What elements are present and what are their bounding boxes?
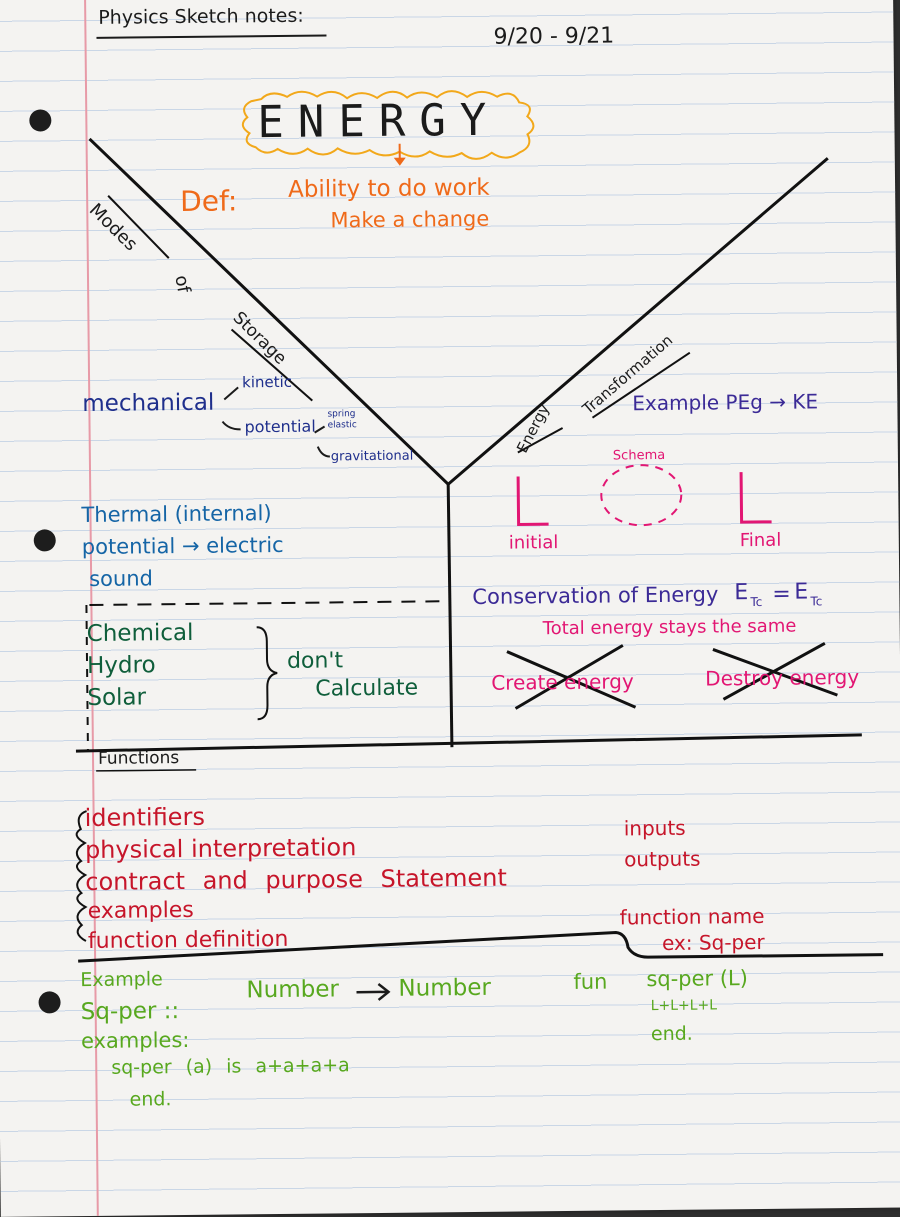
- energy-title: ENERGY: [257, 99, 500, 146]
- arrow-down-icon: [394, 158, 406, 166]
- schema-dashed-circle: [601, 465, 682, 526]
- arrow-icon: [223, 421, 241, 429]
- create-energy-label: Create energy: [491, 671, 634, 692]
- example-pe-ke: Example PEg → KE: [632, 391, 818, 413]
- function-item: physical interpretation: [85, 835, 357, 862]
- conservation-label: Conservation of Energy: [472, 584, 718, 608]
- brace: [257, 627, 278, 719]
- fun-keyword: fun: [573, 972, 607, 993]
- end-label: end.: [651, 1025, 693, 1044]
- etc-right: E: [794, 581, 808, 603]
- sound-label: sound: [89, 568, 153, 590]
- end-label: end.: [130, 1090, 172, 1109]
- solar-label: Solar: [87, 686, 146, 710]
- thermal-label: Thermal (internal): [81, 503, 271, 526]
- section-divider: [76, 735, 862, 751]
- equals-sign: =: [772, 584, 791, 606]
- arrow-icon: [318, 446, 330, 456]
- arrow-icon: [315, 426, 325, 432]
- etc-right-subscript: Tc: [810, 595, 822, 607]
- final-l-shape: [741, 472, 772, 522]
- hydro-label: Hydro: [87, 654, 156, 678]
- fun-body: L+L+L+L: [651, 998, 718, 1013]
- chemical-label: Chemical: [87, 622, 194, 646]
- dashed-divider: [89, 601, 446, 605]
- spring-label: spring: [327, 410, 355, 419]
- of-label: of: [171, 274, 192, 294]
- elastic-label: elastic: [328, 421, 357, 430]
- functions-heading: Functions: [98, 750, 179, 768]
- contract-input: Number: [246, 978, 339, 1002]
- potential-electric-label: potential → electric: [82, 535, 284, 558]
- gravitational-label: gravitational: [331, 450, 414, 464]
- initial-l-shape: [518, 476, 549, 524]
- etc-left-subscript: Tc: [750, 596, 762, 608]
- inputs-label: inputs: [624, 818, 686, 839]
- schema-label: Schema: [613, 449, 665, 463]
- page-title: Physics Sketch notes:: [98, 7, 304, 28]
- functions-underline: [96, 770, 196, 771]
- function-item: identifiers: [85, 805, 205, 830]
- mechanical-label: mechanical: [82, 392, 214, 416]
- dont-label: don't: [287, 650, 343, 673]
- initial-label: initial: [509, 534, 559, 553]
- center-divider: [448, 484, 452, 747]
- outputs-label: outputs: [624, 849, 701, 870]
- example-label: Example: [80, 970, 163, 990]
- total-energy-label: Total energy stays the same: [543, 618, 797, 639]
- potential-label: potential: [244, 419, 315, 436]
- definition-line-2: Make a change: [330, 209, 489, 232]
- function-item: contract and purpose Statement: [85, 866, 507, 894]
- destroy-energy-label: Destroy energy: [705, 667, 859, 689]
- arrow-icon: [224, 387, 238, 399]
- calculate-label: Calculate: [315, 678, 418, 701]
- kinetic-label: kinetic: [242, 375, 292, 391]
- function-name-label: function name: [620, 906, 765, 928]
- function-item: function definition: [88, 929, 289, 953]
- function-name-example: ex: Sq-per: [662, 932, 765, 953]
- function-item: examples: [88, 900, 194, 923]
- contract-name: Sq-per ::: [81, 1000, 180, 1024]
- definition-label: Def:: [180, 187, 237, 216]
- examples-label: examples:: [81, 1030, 190, 1052]
- contract-output: Number: [398, 977, 491, 1001]
- title-underline: [96, 35, 326, 37]
- etc-left: E: [734, 582, 748, 604]
- final-label: Final: [740, 532, 782, 550]
- definition-line-1: Ability to do work: [288, 177, 490, 202]
- fun-signature: sq-per (L): [646, 968, 748, 990]
- example-line: sq-per (a) is a+a+a+a: [111, 1056, 350, 1077]
- date-range: 9/20 - 9/21: [493, 25, 614, 48]
